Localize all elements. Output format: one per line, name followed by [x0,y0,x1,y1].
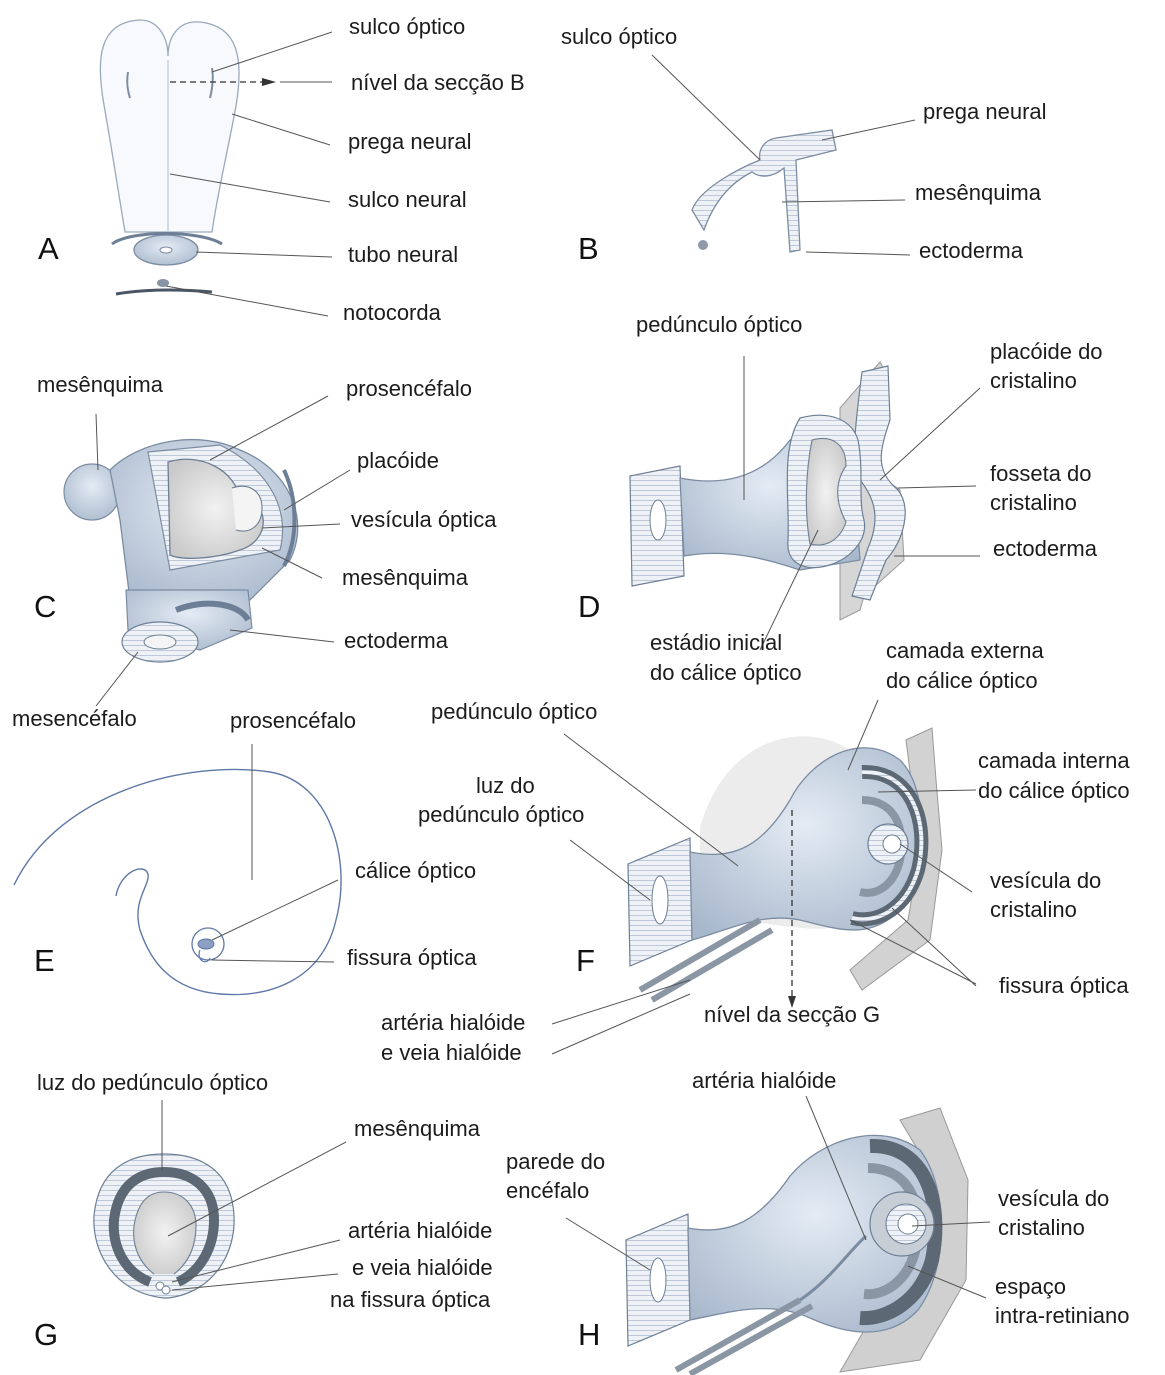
label-a-prega-neural: prega neural [348,127,472,157]
panel-b-section [652,55,915,255]
label-h-espaco-line1: espaço [995,1272,1066,1302]
label-f-arteria-line2: e veia hialóide [381,1038,522,1068]
label-a-notocorda: notocorda [343,298,441,328]
label-f-arteria-line1: artéria hialóide [381,1008,525,1038]
label-b-mesenquima: mesênquima [915,178,1041,208]
label-g-luz-pedunculo: luz do pedúnculo óptico [37,1068,268,1098]
label-c-ectoderma: ectoderma [344,626,448,656]
label-f-vesicula-line1: vesícula do [990,866,1101,896]
panel-letter-e: E [34,944,55,978]
label-c-mesenquima-top: mesênquima [37,370,163,400]
label-h-arteria-hialoide: artéria hialóide [692,1066,836,1096]
label-g-veia: e veia hialóide [352,1253,493,1283]
label-e-fissura-optica: fissura óptica [347,943,477,973]
label-c-placoide: placóide [357,446,439,476]
panel-letter-d: D [578,590,600,624]
label-c-prosencefalo: prosencéfalo [346,374,472,404]
label-a-tubo-neural: tubo neural [348,240,458,270]
panel-d-optic-cup [630,356,980,650]
label-d-placoide-line2: cristalino [990,366,1077,396]
label-d-placoide-line1: placóide do [990,337,1103,367]
panel-letter-h: H [578,1318,600,1352]
label-d-estadio-line2: do cálice óptico [650,658,802,688]
label-f-camada-externa-line1: camada externa [886,636,1044,666]
label-f-nivel-seccao-g: nível da secção G [704,1000,880,1030]
panel-g-section [94,1100,346,1298]
label-c-vesicula-optica: vesícula óptica [351,505,497,535]
panel-c-brain [64,396,350,706]
label-d-ectoderma: ectoderma [993,534,1097,564]
label-f-luz-line2: pedúnculo óptico [418,800,584,830]
label-g-fissura: na fissura óptica [330,1285,490,1315]
label-e-prosencefalo: prosencéfalo [230,706,356,736]
label-a-sulco-optico: sulco óptico [349,12,465,42]
label-b-sulco-optico: sulco óptico [561,22,677,52]
label-h-vesicula-line1: vesícula do [998,1184,1109,1214]
label-f-camada-interna-line1: camada interna [978,746,1130,776]
label-a-nivel-seccao-b: nível da secção B [351,68,525,98]
label-h-parede-line1: parede do [506,1147,605,1177]
panel-letter-f: F [576,944,595,978]
label-f-vesicula-line2: cristalino [990,895,1077,925]
label-f-luz-line1: luz do [476,771,535,801]
label-f-pedunculo-optico: pedúnculo óptico [431,697,597,727]
label-d-pedunculo-optico: pedúnculo óptico [636,310,802,340]
panel-a-embryo [100,20,332,316]
label-h-espaco-line2: intra-retiniano [995,1301,1130,1331]
label-d-estadio-line1: estádio inicial [650,628,782,658]
label-d-fosseta-line1: fosseta do [990,459,1092,489]
label-f-fissura-optica: fissura óptica [999,971,1129,1001]
label-h-vesicula-line2: cristalino [998,1213,1085,1243]
panel-letter-g: G [34,1318,58,1352]
panel-letter-b: B [578,232,599,266]
panel-letter-a: A [38,232,59,266]
label-f-camada-interna-line2: do cálice óptico [978,776,1130,806]
label-b-ectoderma: ectoderma [919,236,1023,266]
label-g-arteria: artéria hialóide [348,1216,492,1246]
label-c-mesencefalo: mesencéfalo [12,704,137,734]
label-c-mesenquima: mesênquima [342,563,468,593]
label-d-fosseta-line2: cristalino [990,488,1077,518]
panel-h-optic-cup [566,1096,990,1374]
label-g-mesenquima: mesênquima [354,1114,480,1144]
label-e-calice-optico: cálice óptico [355,856,476,886]
label-f-camada-externa-line2: do cálice óptico [886,666,1038,696]
panel-e-embryo [14,744,341,995]
label-a-sulco-neural: sulco neural [348,185,467,215]
panel-letter-c: C [34,590,56,624]
label-b-prega-neural: prega neural [923,97,1047,127]
label-h-parede-line2: encéfalo [506,1176,589,1206]
